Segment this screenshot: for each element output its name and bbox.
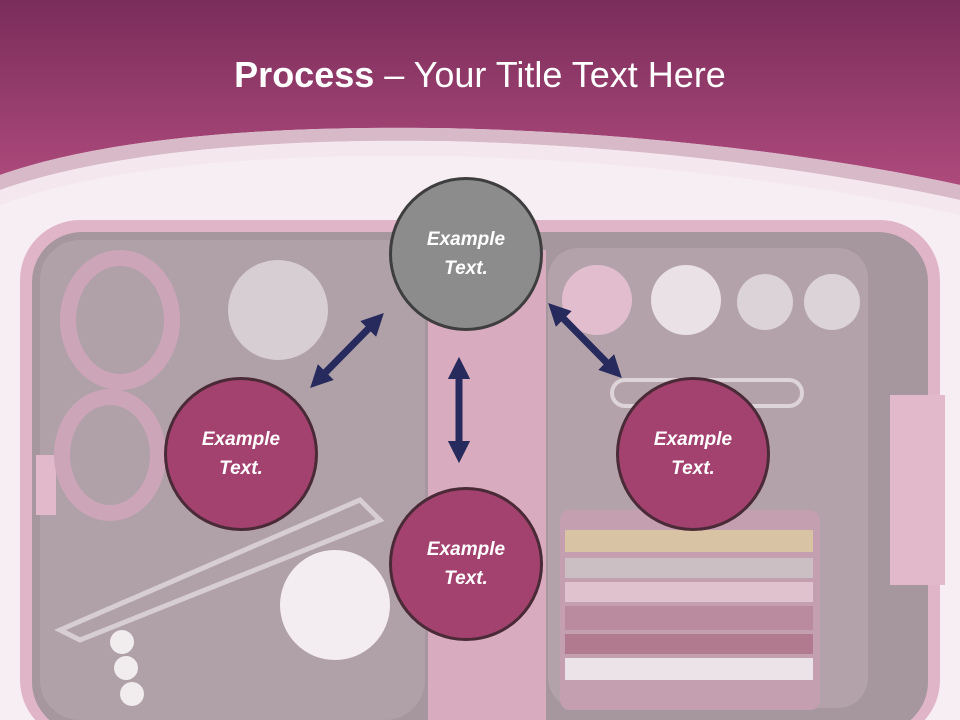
process-node-top[interactable]: Example Text. xyxy=(389,177,543,331)
arrow-top-right xyxy=(548,303,622,378)
process-node-bottom[interactable]: Example Text. xyxy=(389,487,543,641)
title-rest: – Your Title Text Here xyxy=(374,54,726,95)
process-node-left[interactable]: Example Text. xyxy=(164,377,318,531)
node-bottom-text: Example Text. xyxy=(426,539,506,589)
arrow-top-left xyxy=(310,313,384,388)
node-left-text: Example Text. xyxy=(201,429,281,479)
node-right-text: Example Text. xyxy=(653,429,733,479)
slide-title: Process – Your Title Text Here xyxy=(0,52,960,98)
title-bold: Process xyxy=(234,54,375,95)
process-node-right[interactable]: Example Text. xyxy=(616,377,770,531)
header-band xyxy=(0,0,960,185)
node-top-text: Example Text. xyxy=(426,229,506,279)
